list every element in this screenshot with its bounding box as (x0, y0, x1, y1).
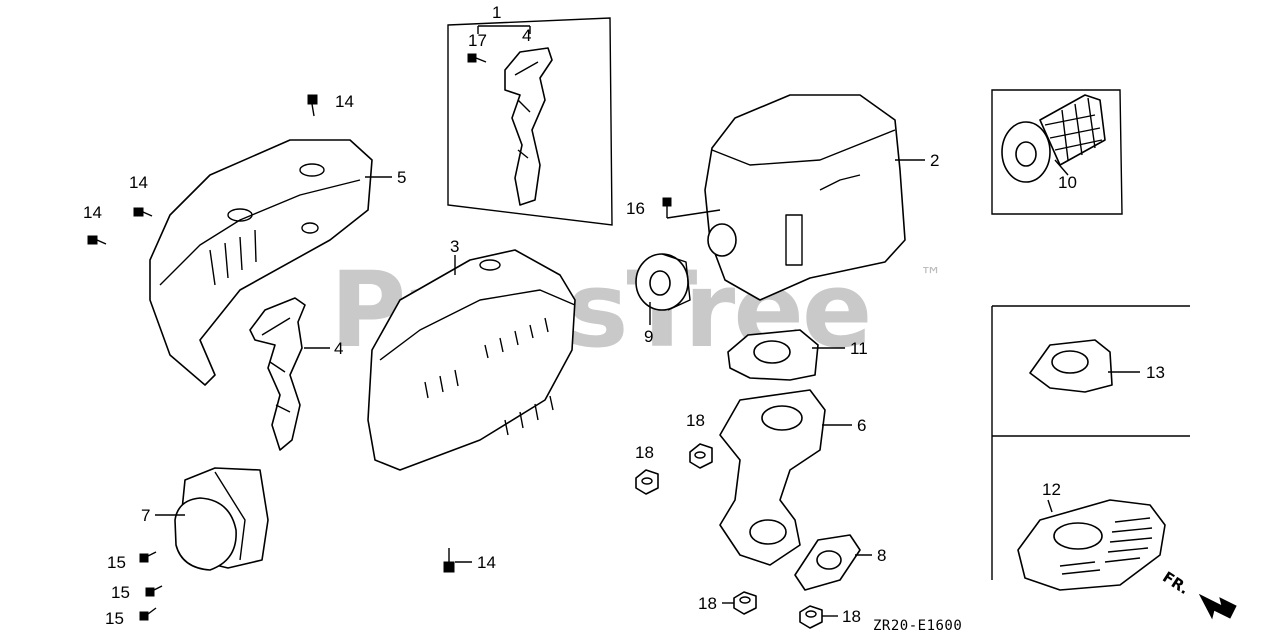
part-4-heat-shield-upper[interactable] (504, 47, 553, 206)
part-3-vents-side (504, 395, 554, 436)
part-14-bolt-bottom[interactable] (443, 548, 455, 573)
part-5-vents (209, 229, 257, 286)
callout-11: 11 (850, 339, 868, 358)
part-3-muffler-cover[interactable] (367, 249, 576, 471)
part-14-bolt-mid[interactable] (133, 207, 153, 217)
bracket-1 (477, 25, 531, 34)
callout-8: 8 (877, 546, 886, 565)
part-5-boss-1 (227, 208, 253, 222)
callout-1: 1 (492, 3, 501, 22)
part-7-end-cover[interactable] (174, 467, 269, 571)
callout-10: 10 (1058, 173, 1077, 192)
leader-lines (155, 159, 1140, 617)
callout-15-c: 15 (105, 609, 124, 628)
part-8-gasket[interactable] (794, 534, 861, 591)
part-3-boss (479, 259, 501, 271)
part-6-exhaust-pipe[interactable] (719, 389, 826, 566)
part-5-boss-3 (301, 222, 319, 234)
part-17-bolt[interactable] (467, 53, 487, 63)
group-frame-1 (447, 17, 613, 226)
group-frame-10 (991, 89, 1123, 215)
callout-12: 12 (1042, 480, 1061, 499)
callout-6: 6 (857, 416, 866, 435)
part-3-vents-top (484, 317, 549, 359)
callout-5: 5 (397, 168, 406, 187)
group-frame-13 (991, 305, 1190, 437)
part-9-gasket-ring[interactable] (635, 253, 691, 311)
part-16-bolt[interactable] (662, 197, 721, 219)
part-15-screw-2[interactable] (145, 585, 163, 597)
part-4-heat-shield-lower[interactable] (249, 297, 306, 451)
part-18-nut-3[interactable] (733, 591, 757, 615)
part-11-gasket[interactable] (727, 329, 819, 381)
part-4-lower-detail (261, 317, 291, 413)
part-13-gasket[interactable] (1029, 339, 1113, 393)
part-15-screw-1[interactable] (139, 551, 157, 563)
part-2-bracket (785, 214, 803, 266)
trademark-symbol: ™ (920, 264, 942, 289)
callout-18-c: 18 (698, 594, 717, 613)
part-14-bolt-top[interactable] (307, 94, 318, 117)
part-3-vents-front (424, 369, 459, 399)
front-arrow-icon (1198, 593, 1237, 620)
callout-16: 16 (626, 199, 645, 218)
part-5-boss-2 (299, 163, 325, 177)
callout-17: 17 (468, 31, 487, 50)
callout-14-mid: 14 (129, 173, 148, 192)
callout-14-left: 14 (83, 203, 102, 222)
part-5-edge (159, 179, 361, 286)
part-2-outlet (707, 223, 737, 257)
part-2-rib (819, 174, 861, 191)
part-18-nut-1[interactable] (689, 443, 713, 469)
part-18-nut-2[interactable] (635, 469, 659, 495)
part-5-fan-shroud[interactable] (149, 139, 373, 386)
diagram-code: ZR20-E1600 (873, 618, 963, 634)
part-14-bolt-left[interactable] (87, 235, 107, 245)
part-12-spark-arrester-screen[interactable] (1017, 499, 1166, 591)
callout-18-a: 18 (686, 411, 705, 430)
part-2-muffler[interactable] (704, 94, 906, 301)
callout-14-top: 14 (335, 92, 354, 111)
part-10-spark-arrester[interactable] (1001, 94, 1106, 183)
part-18-nut-4[interactable] (799, 605, 823, 629)
callout-15-b: 15 (111, 583, 130, 602)
callout-15-a: 15 (107, 553, 126, 572)
callout-4-lower: 4 (334, 339, 343, 358)
callout-2: 2 (930, 151, 939, 170)
callout-9: 9 (644, 327, 653, 346)
callout-14-bottom: 14 (477, 553, 496, 572)
callout-13: 13 (1146, 363, 1165, 382)
part-15-screw-3[interactable] (139, 607, 157, 621)
part-2-top-edge (711, 129, 896, 166)
callout-4-upper: 4 (522, 26, 531, 45)
part-4-detail (514, 61, 539, 159)
callout-18-d: 18 (842, 607, 861, 626)
callout-18-b: 18 (635, 443, 654, 462)
callout-7: 7 (141, 506, 150, 525)
callout-3: 3 (450, 237, 459, 256)
part-3-edge (379, 289, 576, 361)
